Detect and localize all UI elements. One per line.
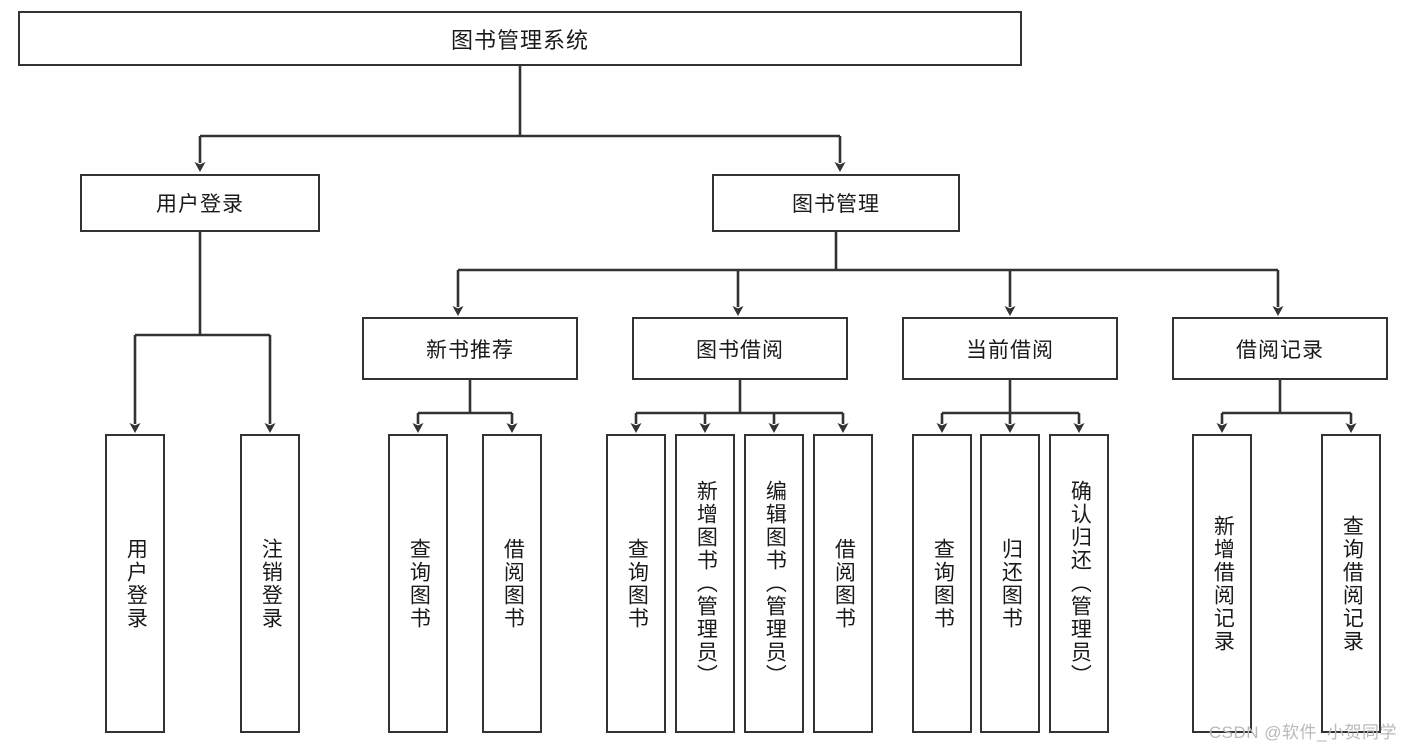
leaf-borrow-record-add[interactable]: 新增借阅记录 bbox=[1192, 434, 1252, 733]
leaf-book-borrow-borrow-label: 借阅图书 bbox=[832, 537, 856, 630]
node-root[interactable]: 图书管理系统 bbox=[18, 11, 1022, 66]
leaf-book-borrow-add-label: 新增图书（管理员） bbox=[694, 480, 718, 687]
node-user-login-label: 用户登录 bbox=[156, 193, 244, 216]
leaf-current-borrow-return-label: 归还图书 bbox=[999, 537, 1023, 630]
node-book-management[interactable]: 图书管理 bbox=[712, 174, 960, 232]
leaf-new-book-borrow-label: 借阅图书 bbox=[501, 537, 525, 630]
leaf-book-borrow-query[interactable]: 查询图书 bbox=[606, 434, 666, 733]
leaf-user-login-logout-label: 注销登录 bbox=[259, 537, 283, 630]
leaf-current-borrow-return[interactable]: 归还图书 bbox=[980, 434, 1040, 733]
leaf-new-book-query-label: 查询图书 bbox=[407, 537, 431, 630]
leaf-user-login-logout[interactable]: 注销登录 bbox=[240, 434, 300, 733]
leaf-book-borrow-edit[interactable]: 编辑图书（管理员） bbox=[744, 434, 804, 733]
leaf-new-book-query[interactable]: 查询图书 bbox=[388, 434, 448, 733]
node-user-login[interactable]: 用户登录 bbox=[80, 174, 320, 232]
node-current-borrow-label: 当前借阅 bbox=[966, 338, 1054, 362]
leaf-borrow-record-query[interactable]: 查询借阅记录 bbox=[1321, 434, 1381, 733]
leaf-book-borrow-borrow[interactable]: 借阅图书 bbox=[813, 434, 873, 733]
node-book-management-label: 图书管理 bbox=[792, 193, 880, 216]
leaf-book-borrow-query-label: 查询图书 bbox=[625, 537, 649, 630]
leaf-book-borrow-add[interactable]: 新增图书（管理员） bbox=[675, 434, 735, 733]
node-book-borrow[interactable]: 图书借阅 bbox=[632, 317, 848, 380]
leaf-user-login-login[interactable]: 用户登录 bbox=[105, 434, 165, 733]
leaf-user-login-login-label: 用户登录 bbox=[124, 537, 148, 630]
leaf-current-borrow-confirm-return[interactable]: 确认归还（管理员） bbox=[1049, 434, 1109, 733]
node-current-borrow[interactable]: 当前借阅 bbox=[902, 317, 1118, 380]
leaf-current-borrow-query[interactable]: 查询图书 bbox=[912, 434, 972, 733]
node-new-book-recommend[interactable]: 新书推荐 bbox=[362, 317, 578, 380]
node-borrow-record-label: 借阅记录 bbox=[1236, 338, 1324, 362]
leaf-borrow-record-query-label: 查询借阅记录 bbox=[1340, 514, 1364, 653]
leaf-current-borrow-confirm-return-label: 确认归还（管理员） bbox=[1068, 480, 1092, 687]
watermark-text: CSDN @软件_小贺同学 bbox=[1208, 723, 1397, 742]
node-new-book-recommend-label: 新书推荐 bbox=[426, 338, 514, 362]
leaf-current-borrow-query-label: 查询图书 bbox=[931, 537, 955, 630]
leaf-new-book-borrow[interactable]: 借阅图书 bbox=[482, 434, 542, 733]
node-root-label: 图书管理系统 bbox=[450, 27, 589, 53]
leaf-book-borrow-edit-label: 编辑图书（管理员） bbox=[763, 480, 787, 687]
node-borrow-record[interactable]: 借阅记录 bbox=[1172, 317, 1388, 380]
leaf-borrow-record-add-label: 新增借阅记录 bbox=[1211, 514, 1235, 653]
node-book-borrow-label: 图书借阅 bbox=[696, 338, 784, 362]
